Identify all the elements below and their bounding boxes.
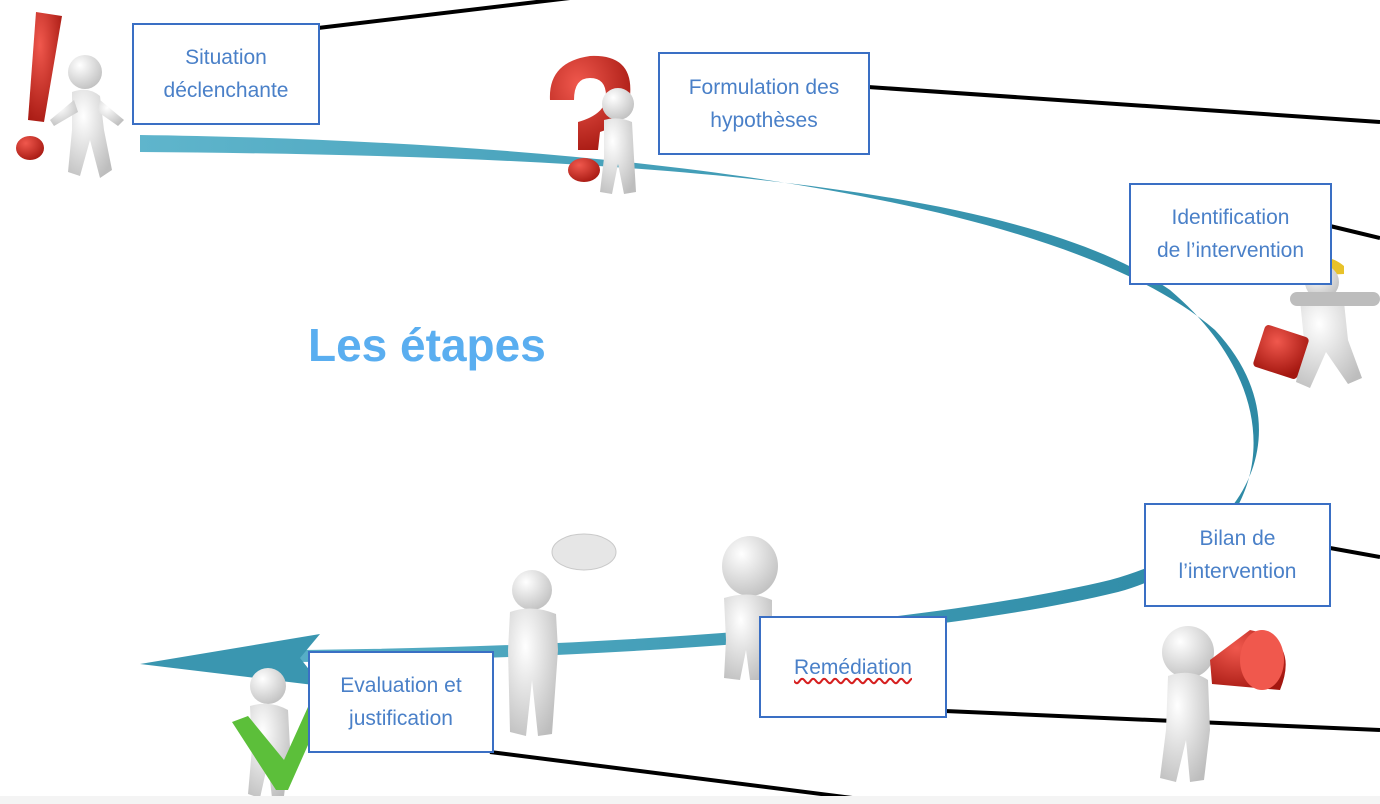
step-line-1: Evaluation et <box>340 674 462 697</box>
step-situation-declenchante: Situation déclenchante <box>132 23 320 125</box>
connector-remediation <box>944 709 1380 732</box>
step-identification-intervention: Identification de l’intervention <box>1129 183 1332 285</box>
floor-reflection <box>0 796 1380 804</box>
step-formulation-hypotheses: Formulation des hypothèses <box>658 52 870 155</box>
megaphone-figure-icon <box>1160 626 1286 782</box>
step-bilan-intervention: Bilan de l’intervention <box>1144 503 1331 607</box>
step-line-1: Bilan de <box>1199 527 1276 550</box>
step-line-1: Remédiation <box>794 655 912 679</box>
step-line-1: Situation <box>185 46 267 69</box>
diagram-title: Les étapes <box>308 319 546 371</box>
connector-formulation <box>867 85 1380 124</box>
step-line-2: justification <box>349 707 453 730</box>
speech-figure-icon <box>508 533 617 736</box>
cycle-arrow <box>140 135 1259 686</box>
cycle-arrow-body <box>140 135 1259 662</box>
connector-situation <box>317 0 571 30</box>
arrow-head <box>140 634 322 686</box>
step-remediation: Remédiation <box>759 616 947 718</box>
step-line-1: Formulation des <box>688 75 840 99</box>
connector-identification <box>1329 224 1380 240</box>
connector-lines <box>317 0 1380 804</box>
step-line-2: déclenchante <box>163 79 289 102</box>
step-line-1: Identification <box>1171 206 1290 229</box>
step-evaluation-justification: Evaluation et justification <box>308 651 494 753</box>
step-line-2: hypothèses <box>710 108 818 132</box>
step-line-2: l’intervention <box>1178 560 1297 583</box>
question-figure-icon <box>549 55 636 194</box>
connector-evaluation <box>489 750 901 804</box>
connector-bilan <box>1329 546 1380 559</box>
step-line-2: de l’intervention <box>1156 239 1305 262</box>
exclamation-figure-icon <box>16 12 124 178</box>
